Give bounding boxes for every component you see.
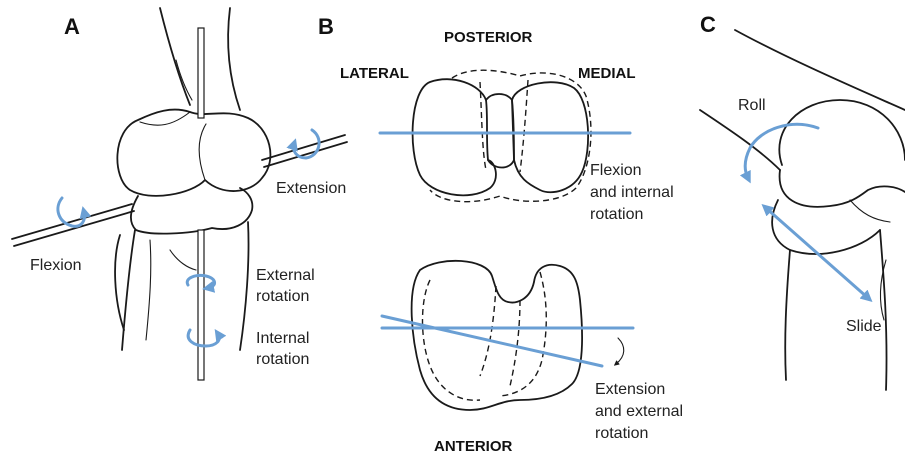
label-anterior: ANTERIOR bbox=[434, 438, 513, 455]
tibial-plateau-flexion bbox=[413, 70, 591, 201]
label-roll: Roll bbox=[738, 97, 766, 114]
vertical-axis-rod-upper bbox=[198, 28, 204, 118]
extension-rotated-line bbox=[382, 316, 602, 366]
slide-arrow bbox=[766, 208, 868, 298]
label-extension-external-line1: Extension bbox=[595, 381, 665, 398]
panel-a-letter: A bbox=[64, 14, 80, 39]
panel-b: B POSTERIOR LATERAL MEDIAL Flexion and i… bbox=[318, 14, 683, 455]
label-lateral: LATERAL bbox=[340, 65, 409, 82]
label-external-rotation-line1: External bbox=[256, 267, 315, 284]
vertical-axis-rod-lower bbox=[198, 230, 204, 380]
tibial-plateau-extension bbox=[412, 261, 582, 410]
panel-b-letter: B bbox=[318, 14, 334, 39]
label-internal-rotation-line1: Internal bbox=[256, 330, 309, 347]
panel-c-letter: C bbox=[700, 12, 716, 37]
label-medial: MEDIAL bbox=[578, 65, 636, 82]
label-flexion-internal-line2: and internal bbox=[590, 184, 674, 201]
label-internal-rotation-line2: rotation bbox=[256, 351, 309, 368]
label-flexion: Flexion bbox=[30, 257, 82, 274]
femur-drawing bbox=[117, 8, 270, 196]
label-external-rotation-line2: rotation bbox=[256, 288, 309, 305]
label-flexion-internal-line3: rotation bbox=[590, 206, 643, 223]
knee-sagittal-drawing bbox=[700, 30, 905, 390]
label-slide: Slide bbox=[846, 318, 882, 335]
label-extension-external-line2: and external bbox=[595, 403, 683, 420]
label-extension-external-line3: rotation bbox=[595, 425, 648, 442]
panel-a: A bbox=[12, 8, 347, 380]
roll-arrow bbox=[745, 124, 818, 178]
rotation-direction-arrow bbox=[616, 338, 624, 364]
tibia-drawing bbox=[115, 188, 252, 350]
label-posterior: POSTERIOR bbox=[444, 29, 533, 46]
label-extension: Extension bbox=[276, 180, 346, 197]
panel-c: C Roll Slide bbox=[700, 12, 905, 390]
label-flexion-internal-line1: Flexion bbox=[590, 162, 642, 179]
